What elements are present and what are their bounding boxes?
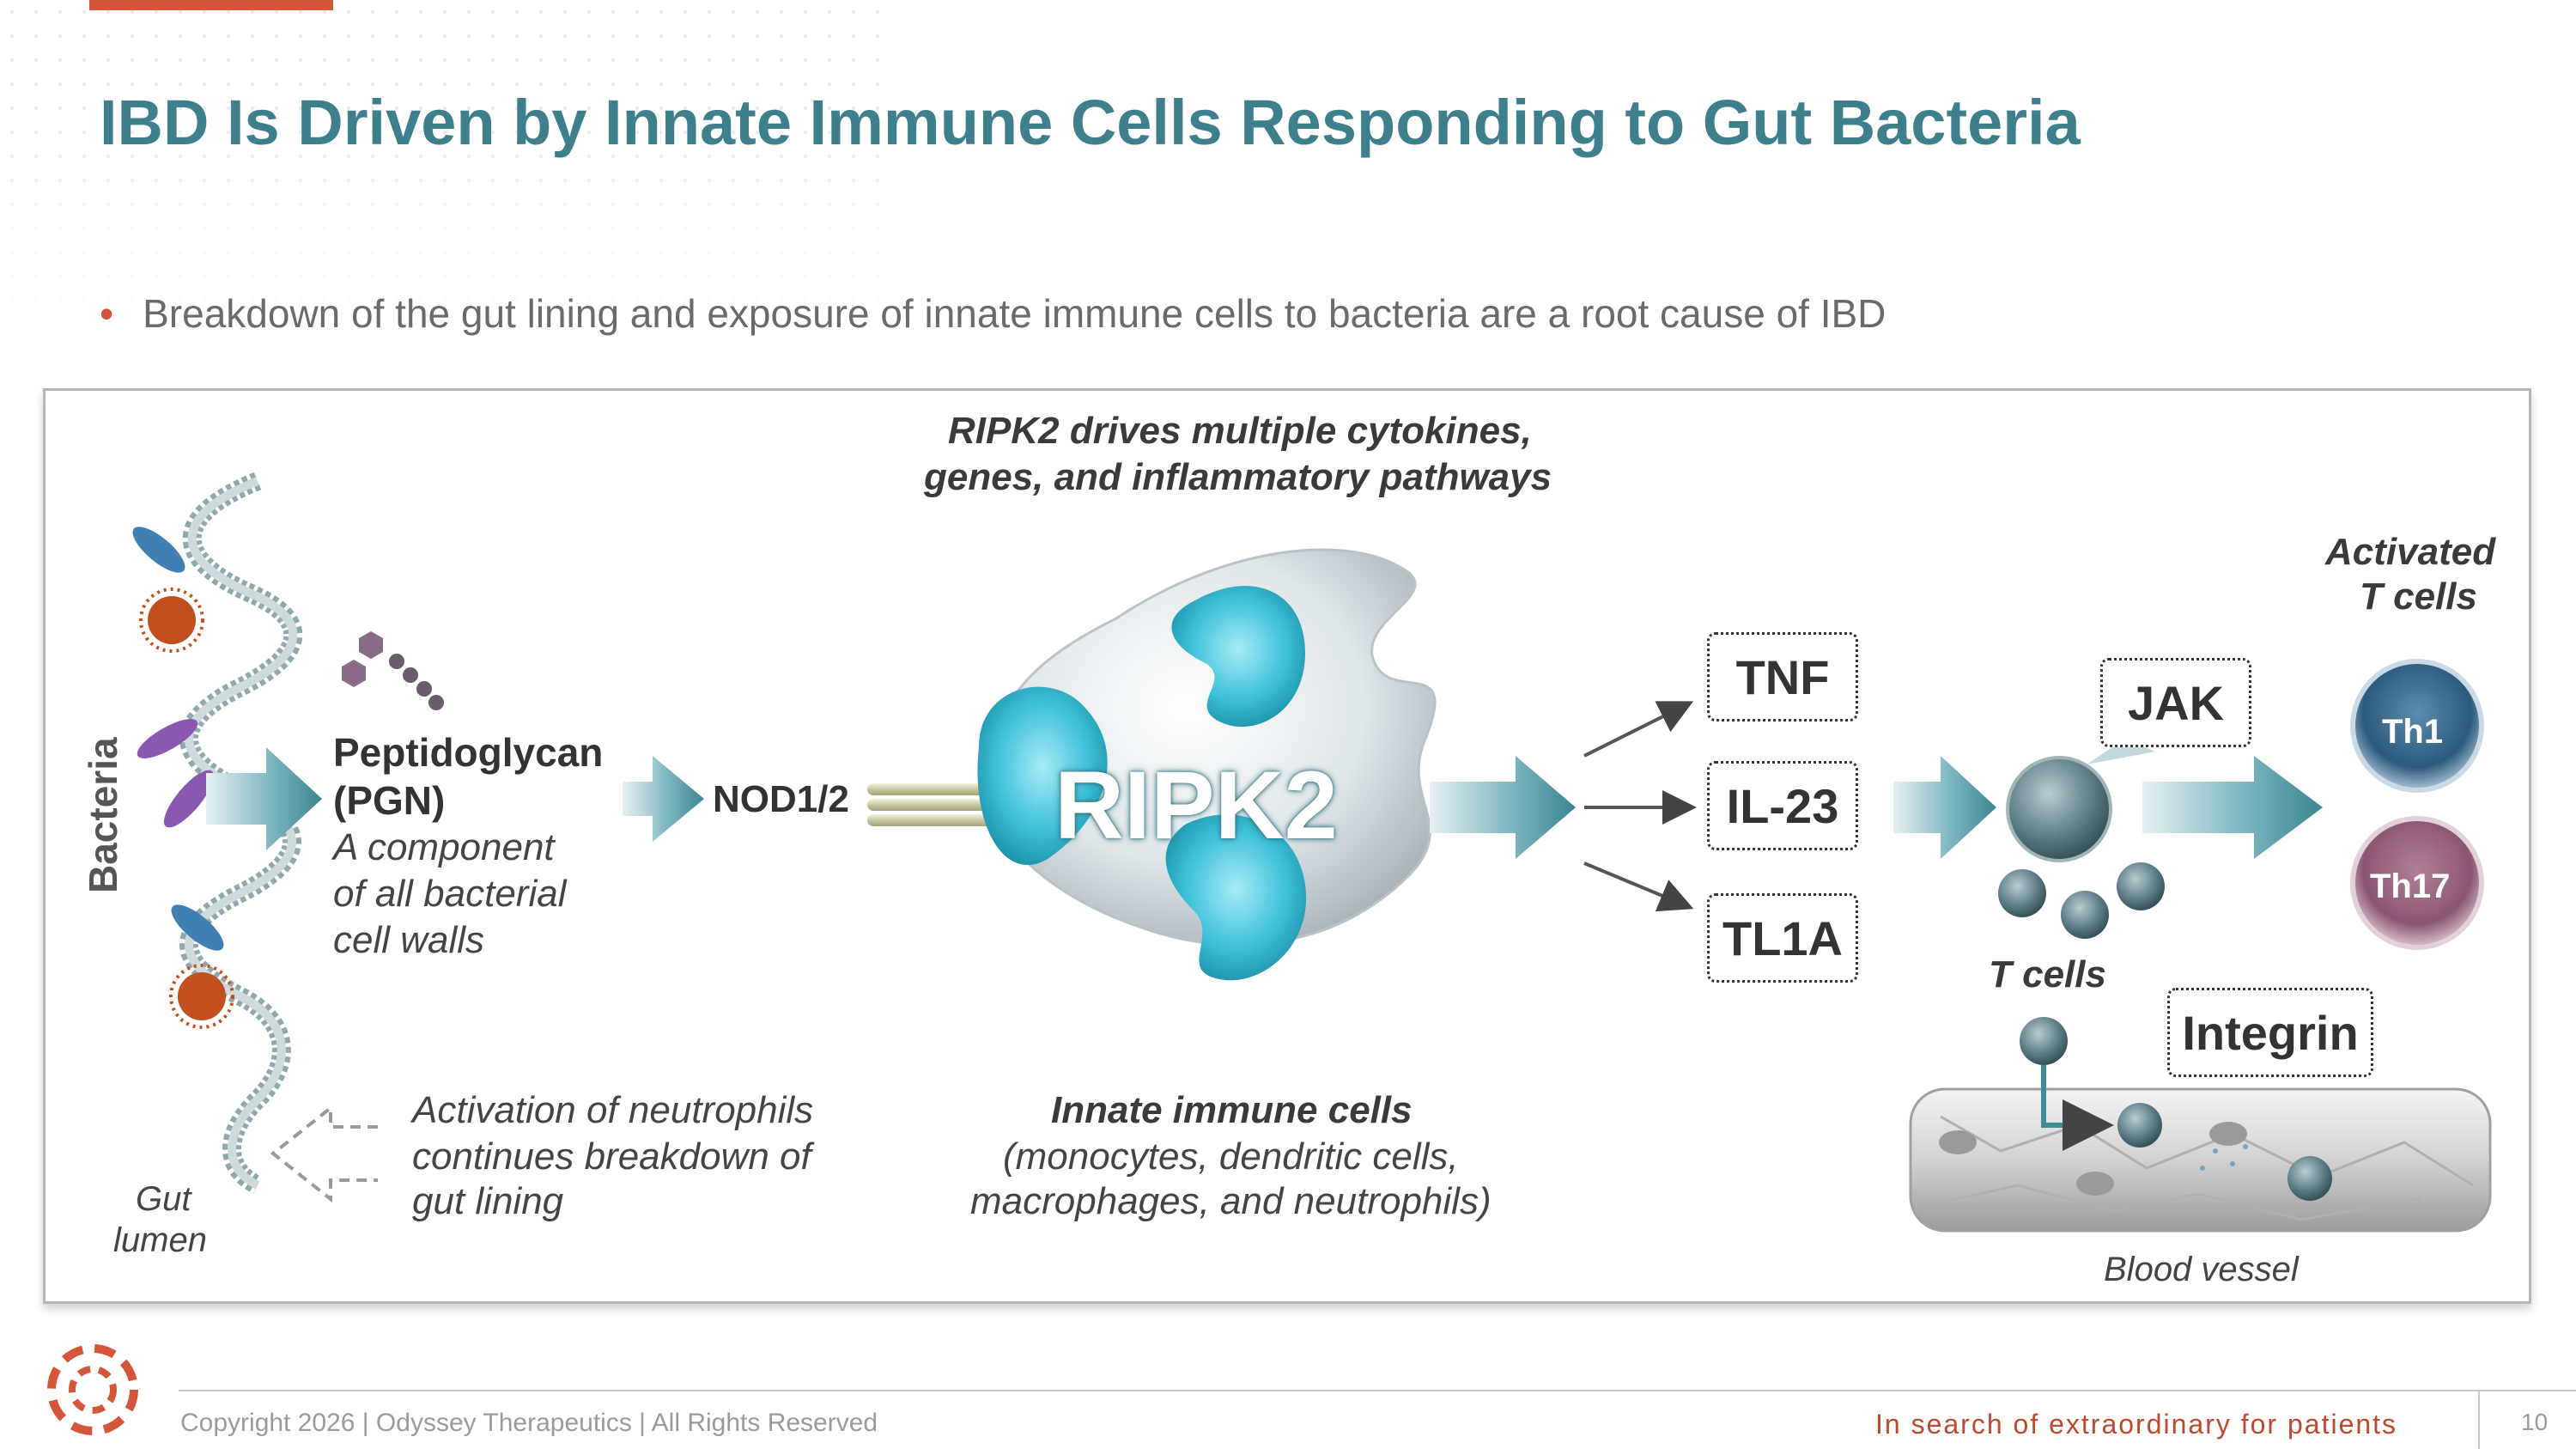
activated-label-1: Activated bbox=[2325, 531, 2496, 573]
innate-title: Innate immune cells bbox=[1051, 1089, 1413, 1131]
arrow-icon bbox=[1583, 701, 1694, 758]
blood-vessel-icon bbox=[1909, 1065, 2492, 1233]
ripk2-caption-2: genes, and inflammatory pathways bbox=[924, 456, 1552, 498]
cytokine-box-tnf: TNF bbox=[1707, 632, 1858, 721]
arrow-icon bbox=[623, 756, 704, 842]
page-number: 10 bbox=[2521, 1409, 2549, 1435]
gut-lumen-label-1: Gut bbox=[136, 1180, 191, 1218]
activated-label-2: T cells bbox=[2360, 575, 2477, 618]
dashed-back-arrow-icon bbox=[270, 1104, 378, 1203]
pgn-desc-3: cell walls bbox=[333, 919, 485, 961]
cytokine-box-il23: IL-23 bbox=[1707, 761, 1858, 850]
pgn-desc-1: A component bbox=[333, 826, 555, 868]
nod-label: NOD1/2 bbox=[713, 778, 849, 820]
footer-vertical-divider bbox=[2478, 1390, 2480, 1449]
ripk2-caption-1: RIPK2 drives multiple cytokines, bbox=[948, 410, 1532, 452]
pgn-title-1: Peptidoglycan bbox=[333, 730, 604, 775]
receptor-icon bbox=[867, 783, 996, 826]
ripk2-label: RIPK2 bbox=[1054, 752, 1338, 859]
arrow-icon bbox=[1430, 756, 1576, 859]
arrow-icon bbox=[1583, 861, 1694, 912]
gut-lumen-label-2: lumen bbox=[113, 1221, 207, 1259]
bacteria-label: Bacteria bbox=[81, 737, 125, 893]
blood-vessel-label: Blood vessel bbox=[2104, 1251, 2299, 1288]
innate-desc-2: macrophages, and neutrophils) bbox=[970, 1180, 1492, 1222]
page-title: IBD Is Driven by Innate Immune Cells Res… bbox=[100, 87, 2081, 158]
bullet-point: • Breakdown of the gut lining and exposur… bbox=[100, 290, 1886, 337]
odyssey-logo-icon bbox=[47, 1344, 138, 1435]
th1-cell-icon bbox=[2350, 659, 2484, 793]
integrin-box: Integrin bbox=[2167, 988, 2373, 1077]
innate-desc-1: (monocytes, dendritic cells, bbox=[1003, 1135, 1459, 1178]
arrow-icon bbox=[206, 747, 322, 850]
dot-grid-decoration bbox=[0, 0, 893, 344]
t-cell-icon bbox=[1998, 739, 2165, 1065]
arrow-icon bbox=[2142, 756, 2323, 859]
pgn-title-2: (PGN) bbox=[333, 778, 446, 823]
bacteria-icon bbox=[132, 527, 234, 1029]
neutrophil-text-3: gut lining bbox=[412, 1180, 564, 1222]
tagline-text: In search of extraordinary for patients bbox=[1875, 1409, 2398, 1440]
pgn-desc-2: of all bacterial bbox=[333, 873, 567, 915]
th17-label: Th17 bbox=[2370, 868, 2451, 905]
copyright-text: Copyright 2026 | Odyssey Therapeutics | … bbox=[180, 1409, 878, 1437]
arrow-icon bbox=[1893, 756, 1996, 859]
neutrophil-text-1: Activation of neutrophils bbox=[412, 1089, 814, 1131]
immune-cell-icon bbox=[977, 548, 1437, 981]
th1-label: Th1 bbox=[2382, 713, 2444, 751]
cytokine-box-tl1a: TL1A bbox=[1707, 893, 1858, 983]
neutrophil-text-2: continues breakdown of bbox=[412, 1135, 811, 1178]
footer-divider bbox=[179, 1390, 2576, 1391]
t-cells-label: T cells bbox=[1989, 953, 2106, 995]
th17-cell-icon bbox=[2350, 816, 2484, 950]
pgn-molecule-icon bbox=[342, 631, 444, 710]
bullet-text: Breakdown of the gut lining and exposure… bbox=[143, 291, 1886, 336]
jak-box: JAK bbox=[2100, 658, 2251, 747]
bullet-dot-icon: • bbox=[100, 291, 114, 336]
